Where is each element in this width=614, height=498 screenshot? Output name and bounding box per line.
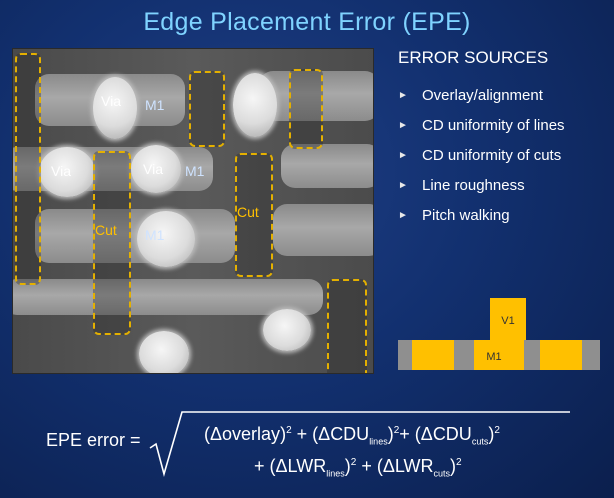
via-blob <box>131 145 181 193</box>
via-blob <box>139 331 189 373</box>
error-sources-heading: ERROR SOURCES <box>398 48 549 67</box>
v1-block <box>490 298 526 340</box>
metal-line <box>13 279 323 315</box>
cut-outline <box>189 71 225 147</box>
m1-block-right <box>540 340 582 370</box>
triangle-bullet-icon: ► <box>398 179 408 191</box>
formula-line-1: (Δoverlay)2 + (ΔCDUlines)2+ (ΔCDUcuts)2 <box>204 424 500 447</box>
triangle-bullet-icon: ► <box>398 209 408 221</box>
metal-line <box>35 209 235 263</box>
via-blob <box>233 73 277 137</box>
via-label: Via <box>101 93 121 109</box>
via-blob <box>39 147 95 197</box>
formula-label: EPE error = <box>46 430 141 450</box>
v1-label: V1 <box>501 315 514 327</box>
formula-line-2: + (ΔLWRlines)2 + (ΔLWRcuts)2 <box>254 456 462 479</box>
m1-label: M1 <box>185 163 205 179</box>
cut-outline <box>235 153 273 277</box>
cut-label: Cut <box>237 204 259 220</box>
slide-title: Edge Placement Error (EPE) <box>143 8 471 36</box>
list-item: ►Pitch walking <box>398 206 510 224</box>
triangle-bullet-icon: ► <box>398 149 408 161</box>
triangle-bullet-icon: ► <box>398 119 408 131</box>
cut-outline <box>93 151 131 335</box>
cross-section-diagram: V1 M1 <box>398 298 600 370</box>
via-blob <box>93 77 137 139</box>
via-label: Via <box>143 161 163 177</box>
metal-line <box>273 204 373 256</box>
cut-outline <box>15 53 41 285</box>
sem-image: Via M1 Via Via M1 Cut M1 Cut <box>12 48 374 374</box>
m1-label: M1 <box>145 227 165 243</box>
via-blob <box>263 309 311 351</box>
cut-outline <box>327 279 367 373</box>
m1-block-center <box>474 340 524 370</box>
list-item: ►Overlay/alignment <box>398 86 543 104</box>
list-item: ►Line roughness <box>398 176 525 194</box>
via-blob <box>137 211 195 267</box>
cut-outline <box>289 69 323 149</box>
m1-label: M1 <box>145 97 165 113</box>
m1-block-left <box>412 340 454 370</box>
triangle-bullet-icon: ► <box>398 89 408 101</box>
sqrt-symbol <box>149 411 570 477</box>
cut-label: Cut <box>95 222 117 238</box>
list-item: ►CD uniformity of cuts <box>398 146 562 164</box>
metal-line <box>259 71 373 121</box>
metal-line <box>281 144 373 188</box>
list-item: ►CD uniformity of lines <box>398 116 565 134</box>
error-sources-list: ►Overlay/alignment ►CD uniformity of lin… <box>398 80 565 230</box>
via-label: Via <box>51 163 71 179</box>
m1-label: M1 <box>486 351 501 363</box>
